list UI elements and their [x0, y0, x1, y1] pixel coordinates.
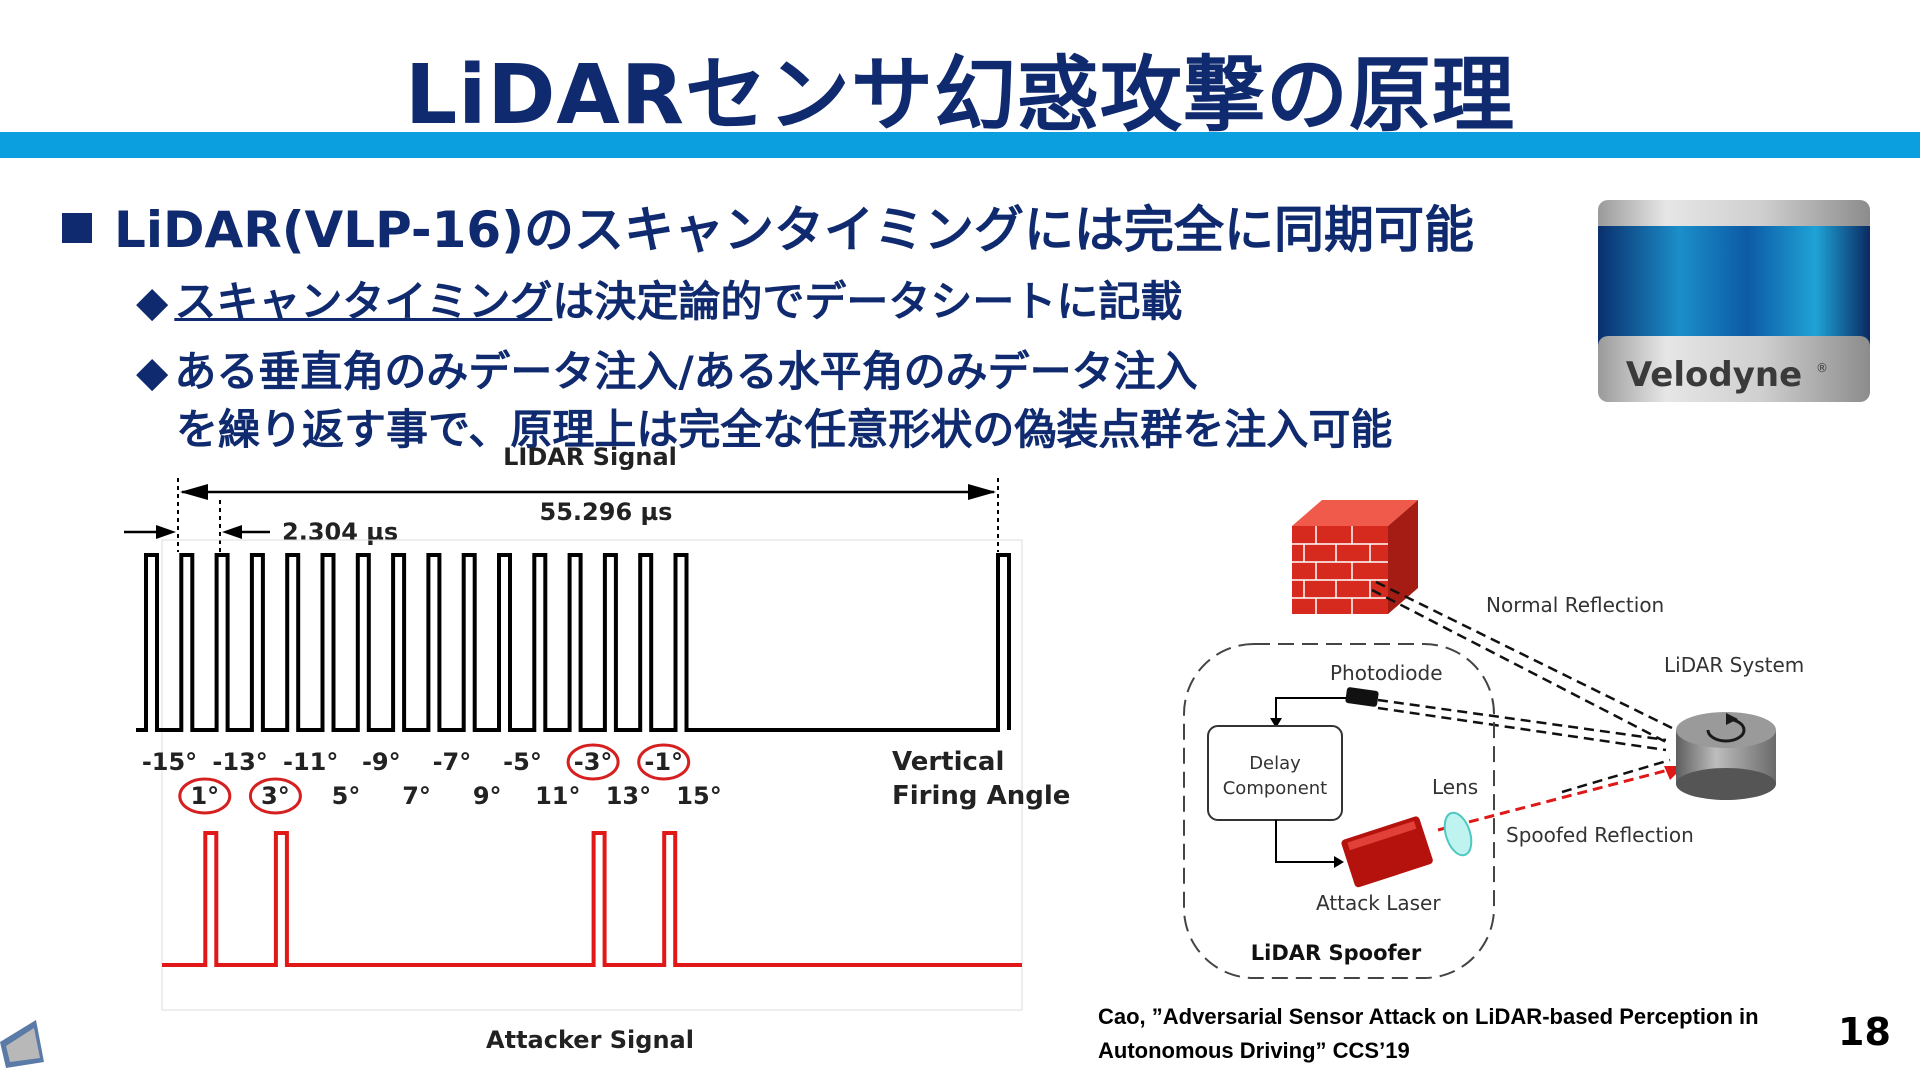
firing-angle-label: Firing Angle [892, 781, 1070, 811]
period-arrow-left-head [180, 484, 208, 500]
main-bullet-text: LiDAR(VLP-16)のスキャンタイミングには完全に同期可能 [114, 201, 1475, 259]
pulse-arrow-right-head [222, 525, 242, 539]
citation-line2: Autonomous Driving” CCS’19 [1098, 1038, 1410, 1063]
spoofed-reflection-label: Spoofed Reflection [1506, 823, 1694, 847]
brick-wall-icon [1292, 500, 1418, 614]
angle-label: -1° [644, 748, 683, 776]
page-number: 18 [1838, 1010, 1891, 1054]
angle-label: 11° [535, 782, 580, 810]
normal-reflection-beam-1 [1375, 580, 1673, 730]
sub-bullet-1-text: は決定論的でデータシートに記載 [552, 277, 1183, 326]
pulse-label: 2.304 µs [282, 518, 398, 546]
main-bullet: LiDAR(VLP-16)のスキャンタイミングには完全に同期可能 [62, 190, 1474, 262]
angle-highlight-circle [248, 777, 302, 815]
lidar-return-beam [1561, 758, 1671, 794]
diamond-bullet-icon: ◆ [136, 347, 169, 396]
angle-highlight-circle [566, 743, 620, 781]
photodiode-wire-arrow [1270, 718, 1282, 728]
registered-mark: ® [1816, 361, 1828, 375]
lidar-signal-label: LIDAR Signal [503, 443, 677, 471]
sub-bullet-1: ◆スキャンタイミングは決定論的でデータシートに記載 [136, 268, 1182, 329]
square-bullet-icon [62, 213, 92, 243]
lens-icon [1443, 811, 1473, 857]
delay-to-laser-wire [1275, 820, 1338, 863]
pulse-arrow-left-head [156, 525, 176, 539]
lidar-pulse-train [136, 553, 1011, 732]
sub-bullet-2: ◆ある垂直角のみデータ注入/ある水平角のみデータ注入 [136, 338, 1198, 399]
angle-label: 13° [606, 782, 651, 810]
period-label: 55.296 µs [540, 498, 673, 526]
attacker-signal-label: Attacker Signal [486, 1026, 694, 1054]
title-accent-bar [0, 132, 1920, 158]
angle-label: -3° [574, 748, 613, 776]
corner-logo-icon [0, 1020, 44, 1068]
angle-label: -11° [283, 748, 338, 776]
delay-component-line2: Component [1223, 778, 1328, 799]
normal-reflection-label: Normal Reflection [1486, 593, 1664, 617]
angle-label: -5° [503, 748, 542, 776]
angle-label: 9° [473, 782, 502, 810]
angle-label: 3° [261, 782, 290, 810]
normal-reflection-beam-2 [1371, 588, 1667, 744]
vertical-label: Vertical [892, 747, 1004, 777]
signal-frame [161, 539, 1023, 1011]
attack-laser-icon [1341, 816, 1433, 888]
angle-label: -7° [433, 748, 472, 776]
angle-label: -13° [212, 748, 267, 776]
delay-component-line1: Delay [1249, 753, 1301, 774]
spoofer-boundary [1183, 643, 1495, 979]
angle-highlight-circle [637, 743, 691, 781]
lidar-signal-figure: LIDAR Signal 55.296 µs 2.304 µs -15° -13°… [124, 443, 1070, 1054]
photodiode-beam-1 [1377, 698, 1667, 742]
diamond-bullet-icon: ◆ [136, 277, 169, 326]
lidar-system-icon [1676, 712, 1776, 800]
sub-bullet-1-underlined: スキャンタイミング [174, 277, 553, 326]
lidar-system-label: LiDAR System [1664, 653, 1804, 677]
angle-label: 1° [190, 782, 219, 810]
angle-label: -9° [362, 748, 401, 776]
photodiode-to-delay-wire [1275, 697, 1346, 720]
delay-wire-arrow [1334, 856, 1344, 868]
sub-bullet-2-line2: を繰り返す事で、原理上は完全な任意形状の偽装点群を注入可能 [176, 405, 1393, 454]
citation: Cao, ”Adversarial Sensor Attack on LiDAR… [1098, 1000, 1759, 1068]
attacker-pulse-train [162, 831, 1022, 967]
sub-bullet-2-line1: ある垂直角のみデータ注入/ある水平角のみデータ注入 [174, 347, 1198, 396]
photodiode-icon [1345, 687, 1379, 707]
angle-label: 7° [402, 782, 431, 810]
spoofed-reflection-beam [1437, 766, 1677, 832]
angle-highlight-circle [178, 777, 232, 815]
lens-label: Lens [1432, 775, 1478, 799]
lidar-spoofer-diagram: Normal Reflection LiDAR System Photodiod… [1183, 500, 1804, 979]
angle-label: 15° [676, 782, 721, 810]
velodyne-brand-label: Velodyne [1626, 355, 1802, 395]
period-arrow-right-head [968, 484, 996, 500]
lidar-spoofer-label: LiDAR Spoofer [1251, 941, 1422, 965]
citation-line1: Cao, ”Adversarial Sensor Attack on LiDAR… [1098, 1004, 1759, 1029]
attack-laser-label: Attack Laser [1316, 891, 1441, 915]
slide-title: LiDARセンサ幻惑攻撃の原理 [404, 48, 1516, 143]
photodiode-label: Photodiode [1330, 661, 1443, 685]
angle-label: -15° [142, 748, 197, 776]
velodyne-lidar-image: Velodyne ® [1598, 200, 1870, 402]
angle-label: 5° [332, 782, 361, 810]
vertical-angles-bottom: 1° 3° 5° 7° 9° 11° 13° 15° [178, 777, 722, 815]
vertical-angles-top: -15° -13° -11° -9° -7° -5° -3° -1° [142, 743, 691, 781]
photodiode-beam-2 [1377, 706, 1667, 752]
